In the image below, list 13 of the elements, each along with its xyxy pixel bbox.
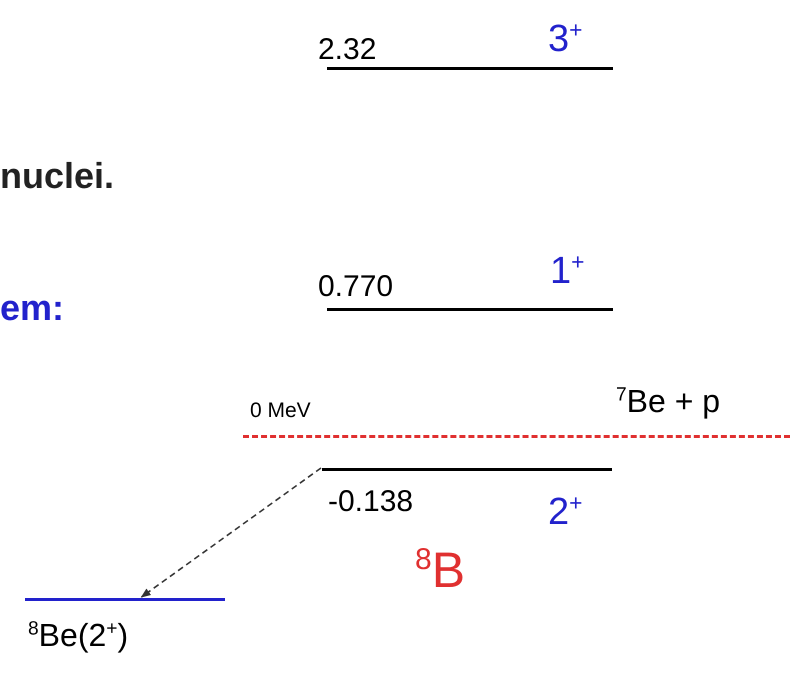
level-energy: 0 MeV [250, 400, 311, 421]
spin-parity: $^{7}$Be + p [616, 385, 720, 417]
slide-text: em: [0, 290, 64, 326]
nucleus-label: $^{8}$B [415, 545, 466, 595]
spin-parity: 3$^{+}$ [548, 20, 582, 58]
level-energy: -0.138 [328, 487, 414, 517]
spin-parity: 2$^{+}$ [548, 493, 582, 531]
decay-arrow [140, 467, 322, 598]
spin-parity: 1$^{+}$ [550, 252, 584, 290]
level-energy: 0.770 [318, 272, 394, 302]
slide-text: nuclei. [0, 158, 114, 194]
level-label: $^{8}$Be(2$^{+}$) [28, 619, 128, 651]
level-energy: 2.32 [318, 35, 376, 65]
